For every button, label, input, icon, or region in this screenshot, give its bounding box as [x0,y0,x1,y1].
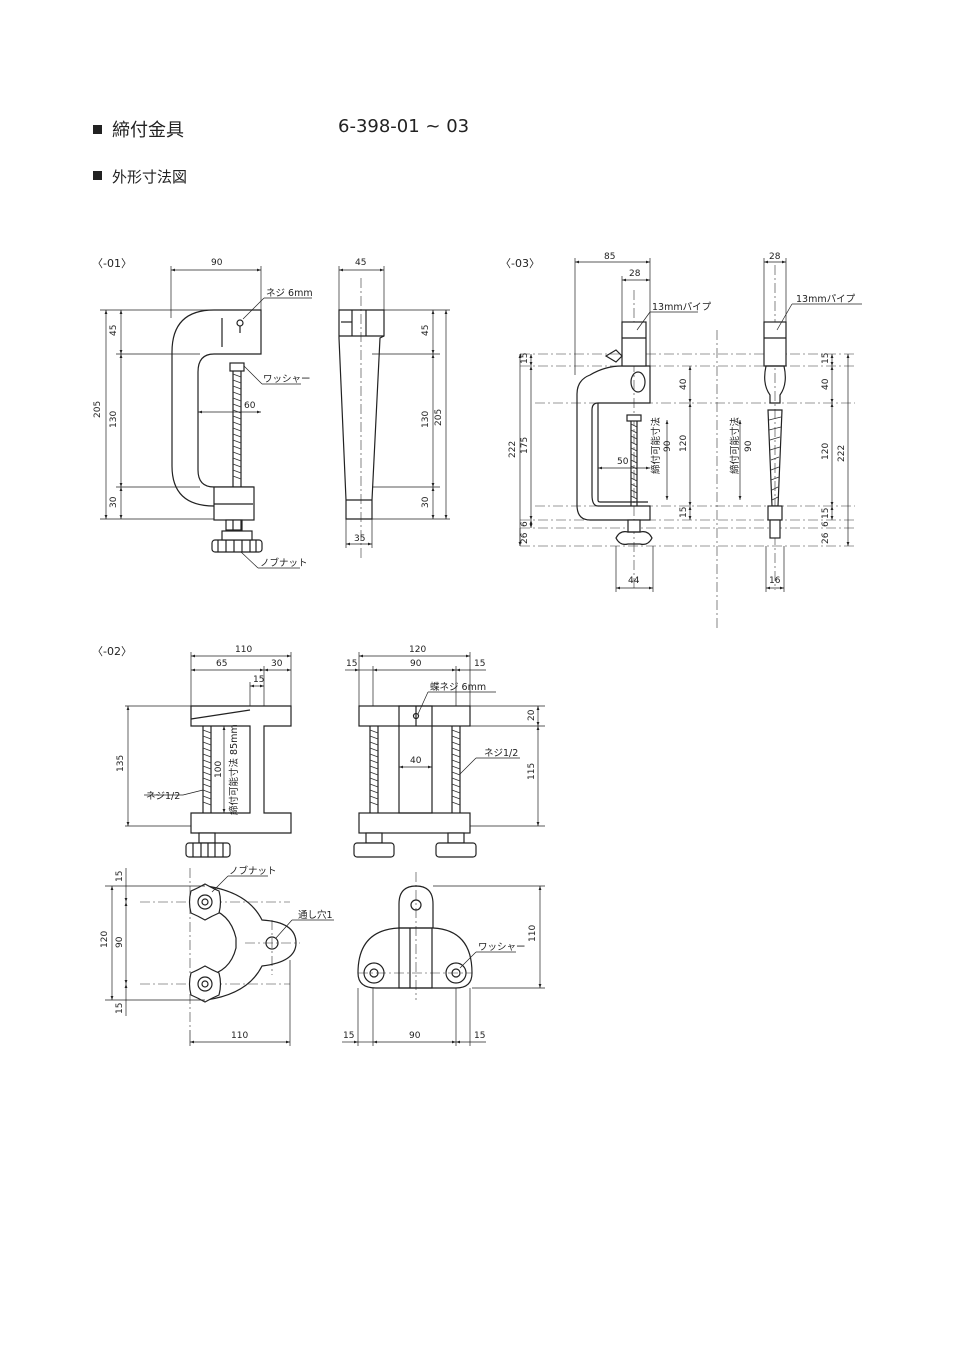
dim-03-base: 15 [679,507,689,518]
dim-01-side-gap: 130 [421,411,431,428]
dim-02-core: 40 [410,756,422,766]
dim-03-top: 15 [520,353,530,364]
dim-03-gap6: 6 [520,521,530,527]
dim-01-side-height: 205 [434,409,444,426]
dim-02-jaw-gap: 100 [214,761,224,778]
callout-01-knob-nut: ノブナット [260,557,308,569]
callout-03-clamp-range-left: 締付可能寸法 [650,417,662,474]
dim-03-side-base-h: 15 [821,508,831,519]
dim-01-width: 90 [211,258,223,268]
dim-02-front-right: 15 [474,659,485,669]
dim-02-front-left: 15 [346,659,357,669]
dim-03-range: 90 [663,440,673,452]
callout-01-washer: ワッシャー [263,374,311,385]
callout-02-washer: ワッシャー [478,942,526,953]
callout-02-through-hole: 通し穴1 [298,909,333,921]
view-02: 〈-02〉 110 65 30 15 135 100 締付可能寸法 85mm [92,645,545,1046]
dim-02-wall: 15 [253,675,264,685]
dim-03-side-head: 40 [821,378,831,390]
dim-01-height: 205 [93,401,103,418]
dim-01-top: 45 [109,325,119,336]
callout-01-screw: ネジ 6mm [266,288,313,299]
dim-02-front-height: 115 [527,763,537,780]
dim-02-front-span: 90 [410,659,422,669]
callout-02-screw-right: ネジ1/2 [484,748,518,759]
dim-03-body: 175 [520,437,530,454]
dim-03-height: 222 [508,441,518,458]
dim-02-jaw: 65 [216,659,227,669]
dim-03-jaw: 120 [679,435,689,452]
dim-02-bottom-right: 15 [474,1031,485,1041]
subtitle-row: 外形寸法図 [93,166,187,187]
dim-03-wing: 26 [520,532,530,544]
product-code: 6-398-01 ~ 03 [338,116,470,137]
dim-01-side-width: 45 [355,258,366,268]
dim-02-bottom-span: 90 [409,1031,421,1041]
view-03: 〈-03〉 85 28 50 [500,252,862,630]
dim-02-front-width: 120 [409,645,426,655]
dim-03-side-gap6: 6 [821,521,831,527]
dim-03-head: 40 [679,378,689,390]
dim-02-plan-height: 120 [100,931,110,948]
view-01-label: 〈-01〉 [92,257,132,270]
dim-01-bottom: 30 [109,496,119,508]
callout-03-clamp-range-right: 締付可能寸法 [729,417,741,474]
dim-02-plan-width: 110 [231,1031,248,1041]
dim-03-side-range: 90 [744,440,754,452]
callout-02-screw-left: ネジ1/2 [146,791,180,802]
dim-01-throat: 60 [244,401,256,411]
dim-02-plan-span: 90 [115,936,125,948]
view-02-label: 〈-02〉 [92,645,132,658]
dim-03-side-top: 15 [821,353,831,364]
dim-02-bottom-left: 15 [343,1031,354,1041]
knob-nut-top-icon [188,883,222,921]
dim-01-gap: 130 [109,411,119,428]
dim-03-side-pipe: 28 [769,252,781,262]
dim-03-throat: 50 [617,457,629,467]
bullet-square-icon [93,124,102,134]
dim-03-side-wing: 26 [821,532,831,544]
dim-03-side-base: 16 [769,576,781,586]
view-01: 〈-01〉 90 [92,257,450,569]
knob-nut-bottom-icon [188,965,222,1003]
callout-02-hex-screw: 蝶ネジ 6mm [430,681,486,693]
dim-03-wing-width: 44 [628,576,640,586]
dim-03-width: 85 [604,252,615,262]
dim-02-bottom-height: 110 [528,925,538,942]
page-title: 締付金具 [112,120,184,141]
dim-03-side-jaw: 120 [821,443,831,460]
dim-03-side-height: 222 [837,445,847,462]
dim-02-top-plate: 20 [527,709,537,721]
dim-02-plan-top: 15 [115,871,125,882]
callout-03-pipe-left: 13mmパイプ [652,302,712,313]
title-row: 締付金具 [93,116,184,142]
callout-02-clamp-range: 締付可能寸法 85mm [228,724,240,815]
section-subtitle: 外形寸法図 [112,168,188,186]
dim-01-side-base: 35 [354,534,365,544]
bullet-square-icon [93,171,102,180]
view-03-label: 〈-03〉 [500,257,540,270]
callout-02-knob-nut: ノブナット [229,865,277,877]
dim-01-side-bottom: 30 [421,496,431,508]
callout-03-pipe-right: 13mmパイプ [796,294,856,305]
dim-02-width: 110 [235,645,252,655]
dim-02-height: 135 [116,755,126,772]
dim-02-plan-bottom: 15 [115,1003,125,1014]
dim-03-pipe-width: 28 [629,269,641,279]
dim-01-side-top: 45 [421,325,431,336]
dim-02-back: 30 [271,659,283,669]
